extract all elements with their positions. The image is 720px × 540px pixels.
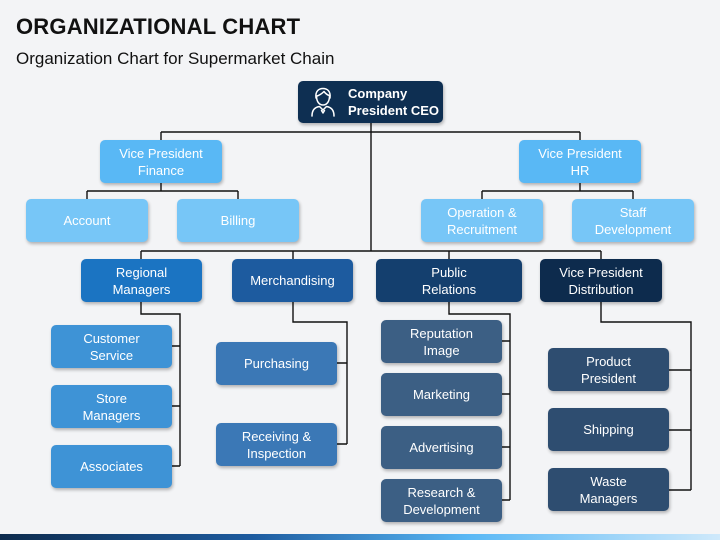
merchandising-box: Merchandising xyxy=(232,259,353,302)
product-president-box: Product President xyxy=(548,348,669,391)
account-box: Account xyxy=(26,199,148,242)
research-development-box: Research & Development xyxy=(381,479,502,522)
regional-managers-box: Regional Managers xyxy=(81,259,202,302)
marketing-box: Marketing xyxy=(381,373,502,416)
page-title: ORGANIZATIONAL CHART xyxy=(16,14,301,39)
vp-distribution-box: Vice President Distribution xyxy=(540,259,662,302)
public-relations-box: Public Relations xyxy=(376,259,522,302)
operation-recruitment-box: Operation & Recruitment xyxy=(421,199,543,242)
waste-managers-box: Waste Managers xyxy=(548,468,669,511)
bottom-accent-bar xyxy=(0,534,720,540)
customer-service-box: Customer Service xyxy=(51,325,172,368)
ceo-label: Company President CEO xyxy=(348,86,440,118)
shipping-box: Shipping xyxy=(548,408,669,451)
advertising-box: Advertising xyxy=(381,426,502,469)
associates-box: Associates xyxy=(51,445,172,488)
staff-development-box: Staff Development xyxy=(572,199,694,242)
receiving-inspection-box: Receiving & Inspection xyxy=(216,423,337,466)
vp-hr-box: Vice President HR xyxy=(519,140,641,183)
store-managers-box: Store Managers xyxy=(51,385,172,428)
page-subtitle: Organization Chart for Supermarket Chain xyxy=(16,49,335,68)
purchasing-box: Purchasing xyxy=(216,342,337,385)
vp-finance-box: Vice President Finance xyxy=(100,140,222,183)
businessman-icon xyxy=(311,87,335,117)
ceo-box: Company President CEO xyxy=(298,81,443,123)
billing-box: Billing xyxy=(177,199,299,242)
reputation-image-box: Reputation Image xyxy=(381,320,502,363)
